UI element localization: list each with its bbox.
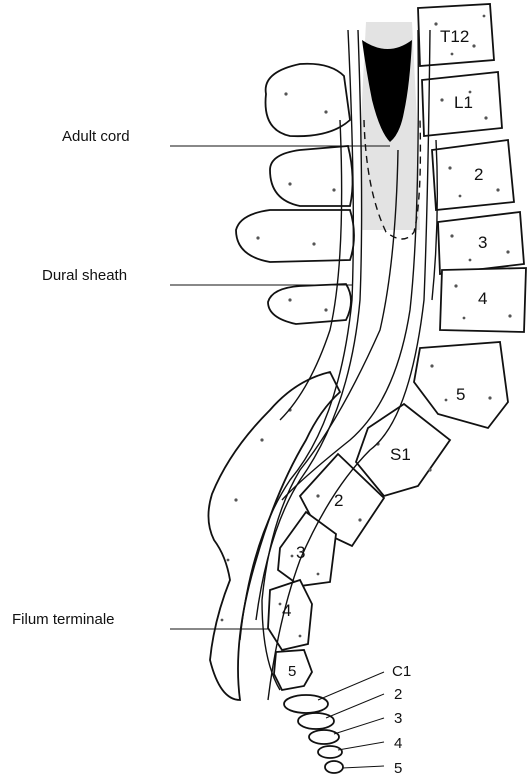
vertebra-label-l5: 5	[456, 385, 465, 404]
spinous-process-1	[266, 64, 351, 136]
c2-leader	[326, 694, 384, 718]
vertebra-label-s4: 4	[282, 601, 291, 620]
spinous-process-4	[268, 284, 351, 324]
spinous-process-2	[270, 146, 353, 206]
filum-terminale-label: Filum terminale	[12, 612, 115, 627]
vertebra-label-l1: L1	[454, 93, 473, 112]
vertebra-label-s5: 5	[288, 663, 296, 680]
vertebra-label-s2: 2	[334, 491, 343, 510]
vertebra-label-s3: 3	[296, 543, 305, 562]
coccyx-label-c4: 4	[394, 735, 402, 752]
spinous-process-3	[236, 210, 354, 262]
vertebra-label-s1: S1	[390, 445, 411, 464]
vertebra-label-l2: 2	[474, 165, 483, 184]
coccyx-c1-segment	[284, 695, 328, 713]
c4-leader	[338, 742, 384, 750]
coccyx-labels: C1 2 3 4 5	[392, 663, 411, 777]
coccyx-label-c5: 5	[394, 760, 402, 777]
vertebra-label-t12: T12	[440, 27, 469, 46]
coccyx-c5-segment	[325, 761, 343, 773]
coccyx-c4-segment	[318, 746, 342, 758]
vertebra-label-l4: 4	[478, 289, 487, 308]
coccyx-c3-segment	[309, 730, 339, 744]
c1-leader	[318, 672, 384, 700]
dural-sheath-label: Dural sheath	[42, 268, 127, 283]
coccyx-label-c3: 3	[394, 710, 402, 727]
c3-leader	[334, 718, 384, 734]
coccyx-c2-segment	[298, 713, 334, 729]
adult-cord-label: Adult cord	[62, 129, 130, 144]
c5-leader	[342, 766, 384, 768]
coccyx-label-c2: 2	[394, 686, 402, 703]
vertebra-l2	[432, 140, 514, 210]
coccyx-label-c1: C1	[392, 663, 411, 680]
vertebra-label-l3: 3	[478, 233, 487, 252]
